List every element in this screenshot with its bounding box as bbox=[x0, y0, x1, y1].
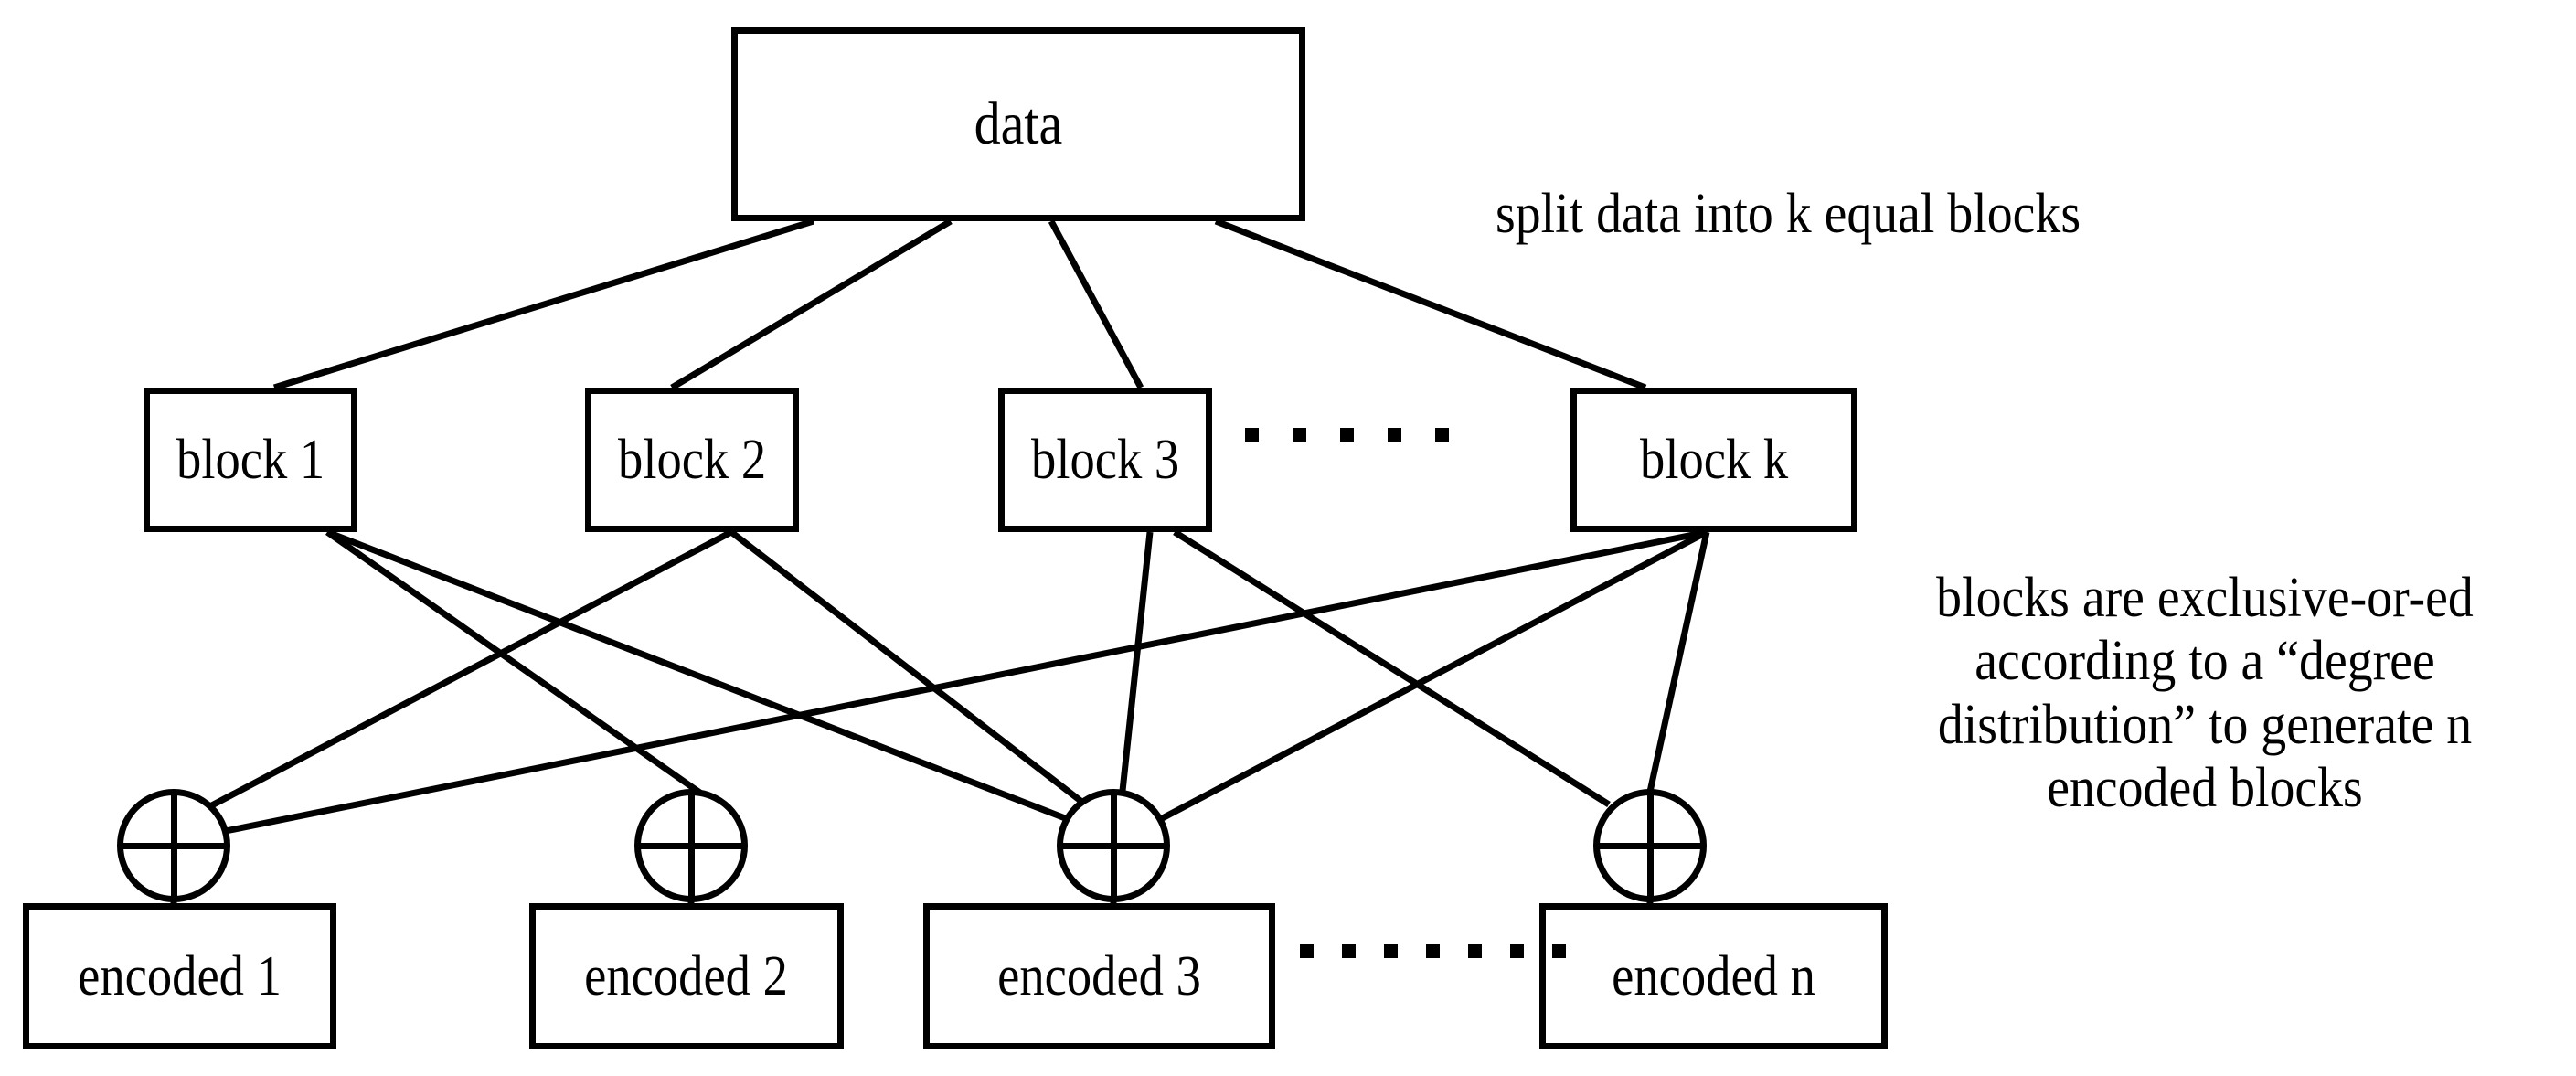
annotation-degree-distribution: blocks are exclusive-or-ed according to … bbox=[1936, 567, 2474, 820]
ellipsis-dot bbox=[1426, 944, 1440, 958]
xor-gate-3[interactable] bbox=[1057, 789, 1170, 902]
edge-data-to-block bbox=[272, 218, 815, 391]
edge-data-to-block bbox=[1048, 219, 1144, 389]
node-block-k-label: block k bbox=[1639, 429, 1789, 491]
node-encoded-3[interactable]: encoded 3 bbox=[923, 903, 1275, 1049]
node-block-1[interactable]: block 1 bbox=[144, 388, 357, 532]
edges-data-to-blocks bbox=[272, 218, 1647, 391]
node-encoded-2[interactable]: encoded 2 bbox=[529, 903, 844, 1049]
node-encoded-2-label: encoded 2 bbox=[584, 945, 789, 1007]
node-block-2-label: block 2 bbox=[617, 429, 767, 491]
edge-block-to-xor bbox=[211, 528, 1708, 837]
node-block-k[interactable]: block k bbox=[1570, 388, 1857, 532]
ellipsis-dot bbox=[1435, 428, 1449, 442]
node-encoded-3-label: encoded 3 bbox=[997, 945, 1201, 1007]
edge-block-to-xor bbox=[1152, 528, 1708, 826]
edge-block-to-xor bbox=[325, 528, 1079, 826]
ellipsis-dot bbox=[1552, 944, 1566, 958]
edge-block-to-xor bbox=[205, 528, 733, 812]
edges-blocks-to-xor bbox=[205, 528, 1710, 837]
ellipsis-dot bbox=[1342, 944, 1356, 958]
ellipsis-dot bbox=[1510, 944, 1524, 958]
node-block-3-label: block 3 bbox=[1030, 429, 1180, 491]
node-data-label: data bbox=[974, 91, 1063, 157]
node-block-2[interactable]: block 2 bbox=[585, 388, 799, 532]
node-block-3[interactable]: block 3 bbox=[998, 388, 1212, 532]
node-encoded-n-label: encoded n bbox=[1612, 945, 1815, 1007]
node-encoded-1[interactable]: encoded 1 bbox=[23, 903, 336, 1049]
ellipsis-dot bbox=[1245, 428, 1259, 442]
ellipsis-dot bbox=[1300, 944, 1314, 958]
xor-gate-1[interactable] bbox=[117, 789, 230, 902]
edge-data-to-block bbox=[1214, 218, 1647, 391]
ellipsis-dot bbox=[1384, 944, 1398, 958]
annotation-split-data: split data into k equal blocks bbox=[1496, 183, 2081, 245]
ellipsis-dot bbox=[1340, 428, 1354, 442]
ellipsis-dot bbox=[1293, 428, 1306, 442]
edge-block-to-xor bbox=[325, 529, 725, 811]
edges-xor-to-encoded bbox=[170, 846, 1654, 910]
edge-block-to-xor bbox=[1646, 531, 1710, 793]
xor-gate-4[interactable] bbox=[1593, 789, 1707, 902]
block-row-ellipsis bbox=[1245, 428, 1483, 442]
xor-gate-2[interactable] bbox=[634, 789, 748, 902]
ellipsis-dot bbox=[1388, 428, 1401, 442]
edge-data-to-block bbox=[670, 218, 953, 391]
edge-block-to-xor bbox=[1119, 531, 1154, 792]
ellipsis-dot bbox=[1468, 944, 1482, 958]
node-block-1-label: block 1 bbox=[176, 429, 325, 491]
node-encoded-1-label: encoded 1 bbox=[78, 945, 282, 1007]
node-data[interactable]: data bbox=[731, 27, 1305, 221]
encoded-row-ellipsis bbox=[1300, 944, 1594, 958]
edge-block-to-xor bbox=[1173, 529, 1611, 807]
node-encoded-n[interactable]: encoded n bbox=[1539, 903, 1888, 1049]
edge-block-to-xor bbox=[729, 529, 1091, 809]
